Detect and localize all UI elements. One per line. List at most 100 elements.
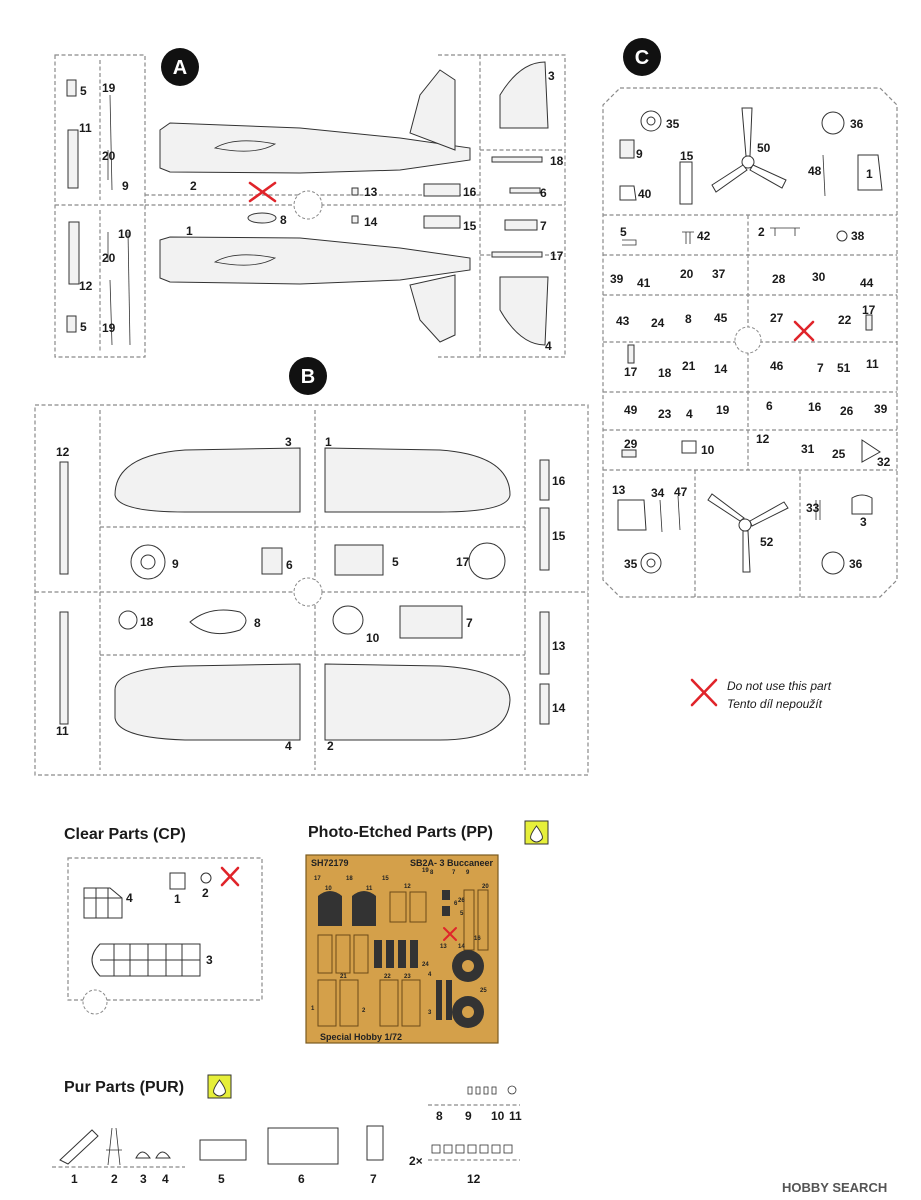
part-c2: [770, 227, 800, 236]
clear-parts-title: Clear Parts (CP): [64, 826, 186, 843]
part-c36-bottom: [821, 551, 845, 575]
pe-label-8: 8: [430, 870, 434, 876]
red-x-icon: [443, 927, 457, 941]
part-b9-hub: [140, 554, 156, 570]
c-label-29: 29: [624, 437, 638, 451]
c-label-41: 41: [637, 276, 651, 290]
part-b10: [332, 605, 364, 635]
a-label-5-bottom: 5: [80, 320, 87, 334]
legend-line-2: Tento díl nepoužít: [727, 697, 822, 711]
part-b18: [118, 610, 138, 630]
c-label-16: 16: [808, 400, 822, 414]
pe-label-22: 22: [384, 974, 391, 980]
pur-part-4: [155, 1151, 171, 1159]
a-label-11: 11: [79, 121, 92, 135]
pur-label-7: 7: [370, 1172, 377, 1186]
part-a13: [351, 187, 359, 196]
c-label-27: 27: [770, 311, 784, 325]
pur-label-3: 3: [140, 1172, 147, 1186]
b-label-7: 7: [466, 616, 473, 630]
pe-label-13: 13: [440, 944, 447, 950]
sprue-a-part-numbers: 2 1 3 4 5 5 6 7 8 9 10 11 12 13 14 15 16…: [79, 69, 564, 353]
c-label-38: 38: [851, 229, 865, 243]
part-a2-fin: [409, 69, 456, 151]
pe-label-24: 24: [422, 962, 429, 968]
sprue-b: B 1 2 3 4 5 6 7 8 9 10: [34, 357, 589, 776]
a-label-14: 14: [364, 215, 378, 229]
pur-label-12: 12: [467, 1172, 481, 1186]
part-a11: [67, 129, 79, 189]
b-label-14: 14: [552, 701, 566, 715]
pur-label-5: 5: [218, 1172, 225, 1186]
part-b16: [539, 459, 550, 501]
pur-part-12: [431, 1144, 513, 1154]
part-c36-top: [821, 111, 845, 135]
pe-label-14: 14: [458, 944, 465, 950]
part-c9: [619, 139, 635, 159]
a-label-18: 18: [550, 154, 564, 168]
part-c34: [659, 499, 663, 533]
c-label-50: 50: [757, 141, 771, 155]
pe-small-parts: [374, 890, 452, 1020]
b-label-16: 16: [552, 474, 566, 488]
part-c35-bottom-hub: [646, 558, 656, 568]
part-b11: [59, 611, 69, 725]
part-b8: [189, 609, 247, 635]
b-label-1: 1: [325, 435, 332, 449]
c-label-1: 1: [866, 167, 873, 181]
sprue-b-badge: [289, 357, 327, 395]
c-label-3: 3: [860, 515, 867, 529]
part-a1-fin: [409, 274, 456, 343]
part-c33: [815, 500, 821, 520]
part-a1-fuselage: [159, 236, 471, 285]
pur-part-2: [106, 1127, 122, 1166]
part-a8: [247, 212, 277, 224]
pe-kit-name: SB2A- 3 Buccaneer: [410, 858, 494, 868]
pe-label-19: 19: [422, 868, 429, 874]
part-a19-bottom: [109, 279, 113, 346]
part-a3-rudder: [499, 61, 549, 129]
part-c3: [851, 494, 873, 515]
c-label-46: 46: [770, 359, 784, 373]
c-label-48: 48: [808, 164, 822, 178]
c-label-30: 30: [812, 270, 826, 284]
c-label-24: 24: [651, 316, 665, 330]
part-b4-wing: [114, 663, 301, 741]
c-label-20: 20: [680, 267, 694, 281]
part-c48: [822, 154, 826, 197]
part-c17-right: [865, 314, 873, 331]
red-x-icon: [220, 866, 240, 887]
part-b2-wing: [324, 663, 511, 741]
pur-part-3: [135, 1151, 151, 1159]
pe-code: SH72179: [311, 858, 349, 868]
c-label-23: 23: [658, 407, 672, 421]
pe-label-26: 26: [458, 898, 465, 904]
part-a15: [423, 215, 461, 229]
a-label-10: 10: [118, 227, 132, 241]
c-label-37: 37: [712, 267, 726, 281]
part-b1-wing: [324, 447, 511, 513]
drop-icon: [524, 820, 549, 845]
cp-label-2: 2: [202, 886, 209, 900]
sprue-a-badge: [161, 48, 199, 86]
c-label-49: 49: [624, 403, 638, 417]
pur-label-11: 11: [509, 1109, 522, 1123]
b-label-4: 4: [285, 739, 292, 753]
c-label-22: 22: [838, 313, 852, 327]
pe-label-21: 21: [340, 974, 347, 980]
a-label-17: 17: [550, 249, 564, 263]
c-label-32: 32: [877, 455, 891, 469]
cp-label-4: 4: [126, 891, 133, 905]
part-a10: [127, 231, 131, 346]
part-c10: [681, 440, 697, 454]
part-cp4: [83, 887, 123, 919]
pur-parts-8-11: [467, 1085, 517, 1095]
pur-label-4: 4: [162, 1172, 169, 1186]
b-label-6: 6: [286, 558, 293, 572]
pe-label-15: 15: [382, 876, 389, 882]
part-c29: [621, 449, 637, 458]
c-label-52: 52: [760, 535, 774, 549]
pur-multiplier: 2×: [409, 1154, 423, 1168]
part-cp2: [200, 872, 212, 884]
b-label-13: 13: [552, 639, 566, 653]
